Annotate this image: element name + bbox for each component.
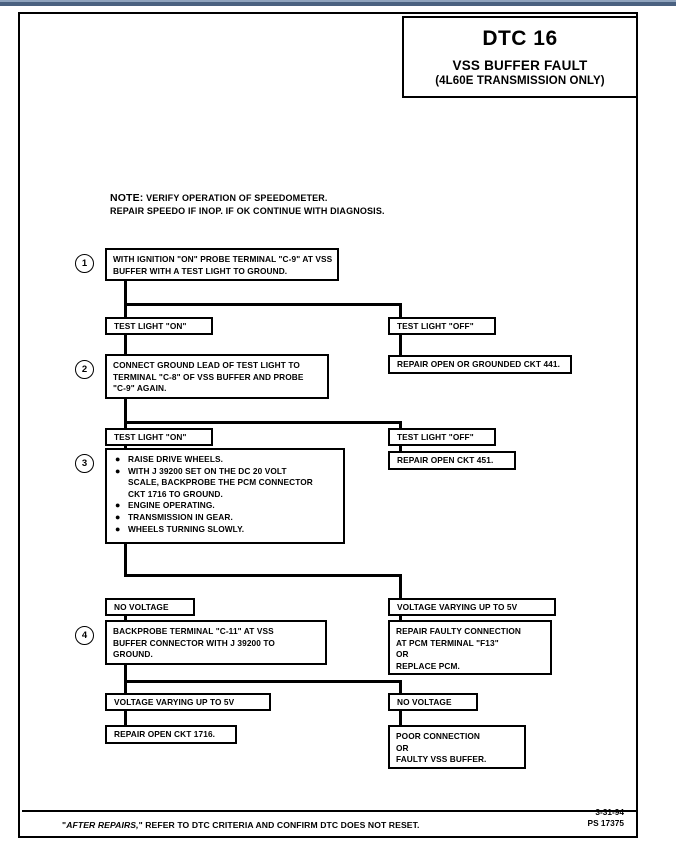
connector-branch3-right-drop xyxy=(399,574,402,600)
condition-voltage-varying-2: VOLTAGE VARYING UP TO 5V xyxy=(105,693,271,711)
step-1-line-2: BUFFER WITH A TEST LIGHT TO GROUND. xyxy=(113,265,288,276)
outcome-repair-ckt-441: REPAIR OPEN OR GROUNDED CKT 441. xyxy=(388,355,572,374)
diagnostic-page-frame: DTC 16 VSS BUFFER FAULT (4L60E TRANSMISS… xyxy=(18,12,638,838)
condition-no-voltage-1: NO VOLTAGE xyxy=(105,598,195,616)
note-line-2: REPAIR SPEEDO IF INOP. IF OK CONTINUE WI… xyxy=(110,206,385,216)
connector-branch1-left-drop xyxy=(124,303,127,318)
top-scan-strip xyxy=(0,0,676,6)
note-block: NOTE: VERIFY OPERATION OF SPEEDOMETER. R… xyxy=(110,192,385,218)
dtc-code: DTC 16 xyxy=(482,27,558,50)
footer-note: "AFTER REPAIRS," REFER TO DTC CRITERIA A… xyxy=(62,820,420,830)
step-2-box: CONNECT GROUND LEAD OF TEST LIGHT TO TER… xyxy=(105,354,329,399)
connector-branch2-right-drop xyxy=(399,421,402,430)
connector-branch4-right-drop xyxy=(399,680,402,695)
connector-cond1-right-to-outcome1 xyxy=(399,335,402,355)
step-2-line-3: "C-9" AGAIN. xyxy=(113,383,167,394)
step-3-bullet-list: ● RAISE DRIVE WHEELS. ● WITH J 39200 SET… xyxy=(113,454,337,535)
condition-test-light-on-1: TEST LIGHT "ON" xyxy=(105,317,213,335)
footer-note-italic: AFTER REPAIRS, xyxy=(66,820,139,830)
connector-cond4-right-to-outcome5 xyxy=(399,711,402,727)
connector-branch1-right-drop xyxy=(399,303,402,318)
outcome-repair-ckt-1716: REPAIR OPEN CKT 1716. xyxy=(105,725,237,744)
footer-meta: 3-31-94 PS 17375 xyxy=(588,807,624,828)
step-1-line-1: WITH IGNITION "ON" PROBE TERMINAL "C-9" … xyxy=(113,254,333,264)
bullet-icon: ● xyxy=(115,511,121,522)
step-number-2: 2 xyxy=(75,360,94,379)
condition-voltage-varying-1: VOLTAGE VARYING UP TO 5V xyxy=(388,598,556,616)
connector-branch2-horizontal xyxy=(124,421,402,424)
step-3-box: ● RAISE DRIVE WHEELS. ● WITH J 39200 SET… xyxy=(105,448,345,544)
outcome-poor-connection: POOR CONNECTION OR FAULTY VSS BUFFER. xyxy=(388,725,526,769)
bullet-icon: ● xyxy=(115,465,121,476)
footer-ps-number: PS 17375 xyxy=(587,817,624,828)
step-4-line-3: GROUND. xyxy=(113,649,153,660)
dtc-scope-note: (4L60E TRANSMISSION ONLY) xyxy=(435,75,605,87)
connector-step2-down xyxy=(124,399,127,424)
step-number-1: 1 xyxy=(75,254,94,273)
step-3-bullet-2: ● WITH J 39200 SET ON THE DC 20 VOLT SCA… xyxy=(115,465,313,499)
outcome-repair-pcm-connection: REPAIR FAULTY CONNECTION AT PCM TERMINAL… xyxy=(388,620,552,675)
step-2-line-1: CONNECT GROUND LEAD OF TEST LIGHT TO xyxy=(113,360,300,370)
note-label: NOTE: xyxy=(110,192,144,204)
note-line-1: VERIFY OPERATION OF SPEEDOMETER. xyxy=(146,193,328,203)
condition-test-light-on-2: TEST LIGHT "ON" xyxy=(105,428,213,446)
step-4-line-1: BACKPROBE TERMINAL "C-11" AT VSS xyxy=(113,626,274,636)
step-3-bullet-5: ● WHEELS TURNING SLOWLY. xyxy=(115,523,245,534)
connector-step1-down xyxy=(124,281,127,306)
dtc-title-box: DTC 16 VSS BUFFER FAULT (4L60E TRANSMISS… xyxy=(402,16,638,98)
step-3-bullet-3: ● ENGINE OPERATING. xyxy=(115,500,215,511)
footer-date: 3-31-94 xyxy=(595,807,624,817)
connector-cond4-left-to-outcome4 xyxy=(124,711,127,727)
step-3-bullet-4: ● TRANSMISSION IN GEAR. xyxy=(115,511,233,522)
bullet-icon: ● xyxy=(115,523,121,534)
bullet-icon: ● xyxy=(115,500,121,511)
footer-divider xyxy=(22,810,636,812)
connector-branch4-horizontal xyxy=(124,680,402,683)
connector-cond1-left-to-step2 xyxy=(124,335,127,355)
outcome-repair-ckt-451: REPAIR OPEN CKT 451. xyxy=(388,451,516,470)
condition-no-voltage-2: NO VOLTAGE xyxy=(388,693,478,711)
connector-step3-down xyxy=(124,544,127,577)
step-1-box: WITH IGNITION "ON" PROBE TERMINAL "C-9" … xyxy=(105,248,339,281)
connector-branch2-left-drop xyxy=(124,421,127,430)
condition-test-light-off-2: TEST LIGHT "OFF" xyxy=(388,428,496,446)
dtc-fault-name: VSS BUFFER FAULT xyxy=(452,58,588,73)
step-4-box: BACKPROBE TERMINAL "C-11" AT VSS BUFFER … xyxy=(105,620,327,665)
step-number-3: 3 xyxy=(75,454,94,473)
connector-branch3-horizontal xyxy=(124,574,402,577)
step-4-line-2: BUFFER CONNECTOR WITH J 39200 TO xyxy=(113,637,275,648)
condition-test-light-off-1: TEST LIGHT "OFF" xyxy=(388,317,496,335)
bullet-icon: ● xyxy=(115,454,121,464)
connector-branch1-horizontal xyxy=(124,303,402,306)
step-number-4: 4 xyxy=(75,626,94,645)
step-2-line-2: TERMINAL "C-8" OF VSS BUFFER AND PROBE xyxy=(113,371,304,382)
step-3-bullet-1: ● RAISE DRIVE WHEELS. xyxy=(115,454,224,464)
